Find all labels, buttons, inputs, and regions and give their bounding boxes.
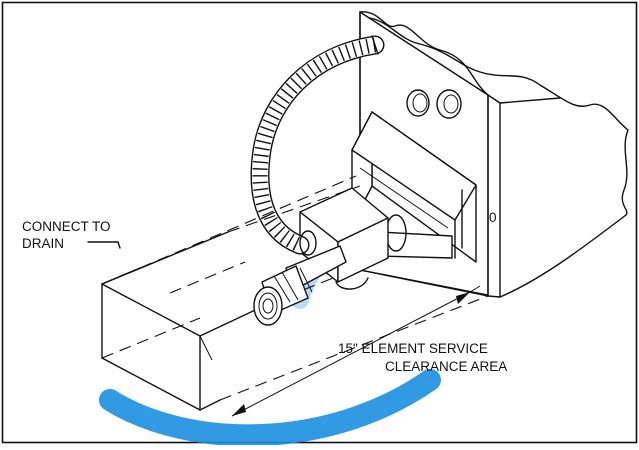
drain-leader bbox=[87, 241, 121, 249]
dimension-line bbox=[231, 285, 481, 417]
drain-fitting bbox=[253, 245, 347, 326]
connect-to-drain-label-line2: DRAIN bbox=[22, 236, 64, 251]
junction-box bbox=[299, 187, 389, 290]
clearance-label-line1: 15" ELEMENT SERVICE bbox=[338, 341, 488, 356]
connect-to-drain-label-line1: CONNECT TO bbox=[22, 219, 111, 234]
wall-holes bbox=[406, 89, 462, 119]
clearance-label-line2: CLEARANCE AREA bbox=[385, 359, 507, 374]
side-mark-label: 0 bbox=[489, 210, 497, 225]
flexible-conduit bbox=[250, 35, 385, 256]
heater-housing bbox=[351, 111, 477, 263]
clearance-box bbox=[101, 175, 489, 411]
